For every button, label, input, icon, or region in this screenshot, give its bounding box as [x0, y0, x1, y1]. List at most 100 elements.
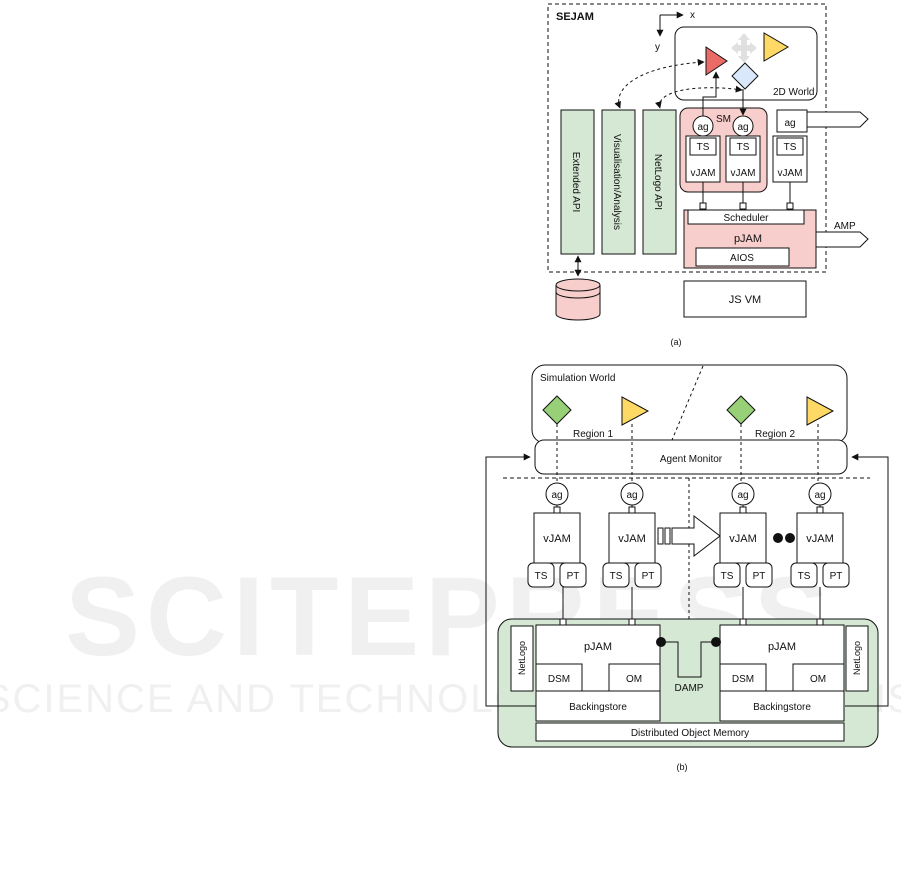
- dsm-label: DSM: [732, 674, 754, 685]
- vjam-label: vJAM: [731, 168, 756, 179]
- damp-link: [656, 637, 721, 678]
- netlogo-label: NetLogo: [852, 641, 862, 675]
- netlogo-world-link: [654, 85, 743, 109]
- ts-label: TS: [610, 571, 623, 582]
- vjam-label: vJAM: [729, 533, 757, 545]
- agent-node-label: ag: [626, 490, 637, 501]
- vjam-label: vJAM: [691, 168, 716, 179]
- vjam-label: vJAM: [543, 533, 571, 545]
- pjam-label: pJAM: [734, 233, 762, 245]
- backingstore-box-right: [719, 690, 845, 722]
- ellipsis-dots: [773, 533, 795, 543]
- region2-label: Region 2: [755, 429, 795, 440]
- extended-api-label: Extended API: [570, 152, 581, 213]
- vjam-connectors: [553, 505, 824, 514]
- agent-triangle-yellow: [806, 396, 835, 426]
- agent-triangle-yellow: [763, 32, 789, 62]
- netlogo-box-right: [845, 625, 869, 692]
- agent-triangle-red: [705, 46, 728, 76]
- vjam-box: [533, 512, 581, 564]
- axis-x-label: x: [690, 10, 695, 21]
- ts-label: TS: [721, 571, 734, 582]
- vis-world-link: [614, 58, 705, 109]
- agent-diamond-blue: [731, 62, 759, 90]
- agent-triangle-yellow: [621, 396, 650, 426]
- ts-label: TS: [737, 142, 750, 153]
- pt-label: PT: [642, 571, 655, 582]
- agent-node-label: ag: [814, 490, 825, 501]
- netlogo-api-box: [642, 109, 677, 255]
- vjam-pjam-links: [559, 587, 824, 626]
- dsm-label: DSM: [548, 674, 570, 685]
- visualisation-box: [601, 109, 636, 255]
- agent-box-label: ag: [784, 118, 795, 129]
- js-vm-box: [683, 280, 807, 318]
- agent-nodes: [545, 482, 832, 506]
- om-box: [608, 663, 661, 692]
- vjam-box: [796, 512, 844, 564]
- om-box: [792, 663, 845, 692]
- backingstore-label: Backingstore: [569, 702, 627, 713]
- export-arrow: [806, 111, 869, 128]
- ts-pt-boxes: [527, 562, 850, 588]
- dsm-box: [535, 663, 583, 692]
- pt-label: PT: [753, 571, 766, 582]
- agent-monitor-label: Agent Monitor: [660, 454, 723, 465]
- region-divider: [671, 365, 704, 441]
- region1-label: Region 1: [573, 429, 613, 440]
- amp-label: AMP: [834, 221, 856, 232]
- database-icon: [555, 278, 601, 321]
- agent-node-label: ag: [737, 490, 748, 501]
- ts-label: TS: [784, 142, 797, 153]
- ts-box: [689, 137, 717, 156]
- js-vm-label: JS VM: [729, 294, 761, 306]
- axis-y-label: y: [655, 42, 660, 53]
- pjam-label: pJAM: [584, 641, 612, 653]
- sejam-label: SEJAM: [556, 11, 594, 23]
- vjam-box: [719, 512, 767, 564]
- amp-arrow: [815, 231, 869, 248]
- netlogo-api-label: NetLogo API: [652, 154, 663, 210]
- netlogo-box-left: [510, 625, 534, 692]
- ts-label: TS: [798, 571, 811, 582]
- vjam-scheduler-links: [699, 182, 794, 210]
- ts-box: [729, 137, 757, 156]
- figure-b: Simulation World Region 1 Region 2 Agent…: [485, 364, 889, 772]
- aios-box: [695, 247, 790, 267]
- dom-box: [535, 722, 845, 742]
- vjam-label: vJAM: [778, 168, 803, 179]
- agent-monitor-box: [534, 439, 848, 475]
- vjam-label: vJAM: [618, 533, 646, 545]
- vjam-box: [608, 512, 656, 564]
- sm-label: SM: [716, 114, 731, 125]
- agent-node-label: ag: [737, 122, 748, 133]
- caption-b: (b): [677, 762, 688, 772]
- extended-api-box: [560, 109, 595, 255]
- om-label: OM: [626, 674, 642, 685]
- caption-a: (a): [671, 337, 682, 347]
- agent-world-link: [702, 71, 720, 116]
- pt-label: PT: [830, 571, 843, 582]
- right-loop-arrow: [845, 453, 889, 707]
- backingstore-label: Backingstore: [753, 702, 811, 713]
- aios-label: AIOS: [730, 253, 754, 264]
- pjam-label: pJAM: [768, 641, 796, 653]
- agent-node-label: ag: [551, 490, 562, 501]
- simulation-world-label: Simulation World: [540, 373, 615, 384]
- left-loop-arrow: [485, 453, 536, 707]
- agent-node-label: ag: [697, 122, 708, 133]
- damp-label: DAMP: [675, 683, 704, 694]
- visualisation-label: Visualisation/Analysis: [611, 134, 622, 230]
- dom-label: Distributed Object Memory: [631, 728, 749, 739]
- migration-arrow: [657, 514, 721, 558]
- ts-box: [776, 137, 804, 156]
- om-label: OM: [810, 674, 826, 685]
- scheduler-box: [687, 209, 805, 225]
- dsm-box: [719, 663, 767, 692]
- pt-label: PT: [567, 571, 580, 582]
- axis-indicator: x y: [655, 10, 695, 53]
- ts-label: TS: [697, 142, 710, 153]
- scheduler-label: Scheduler: [723, 213, 769, 224]
- netlogo-label: NetLogo: [517, 641, 527, 675]
